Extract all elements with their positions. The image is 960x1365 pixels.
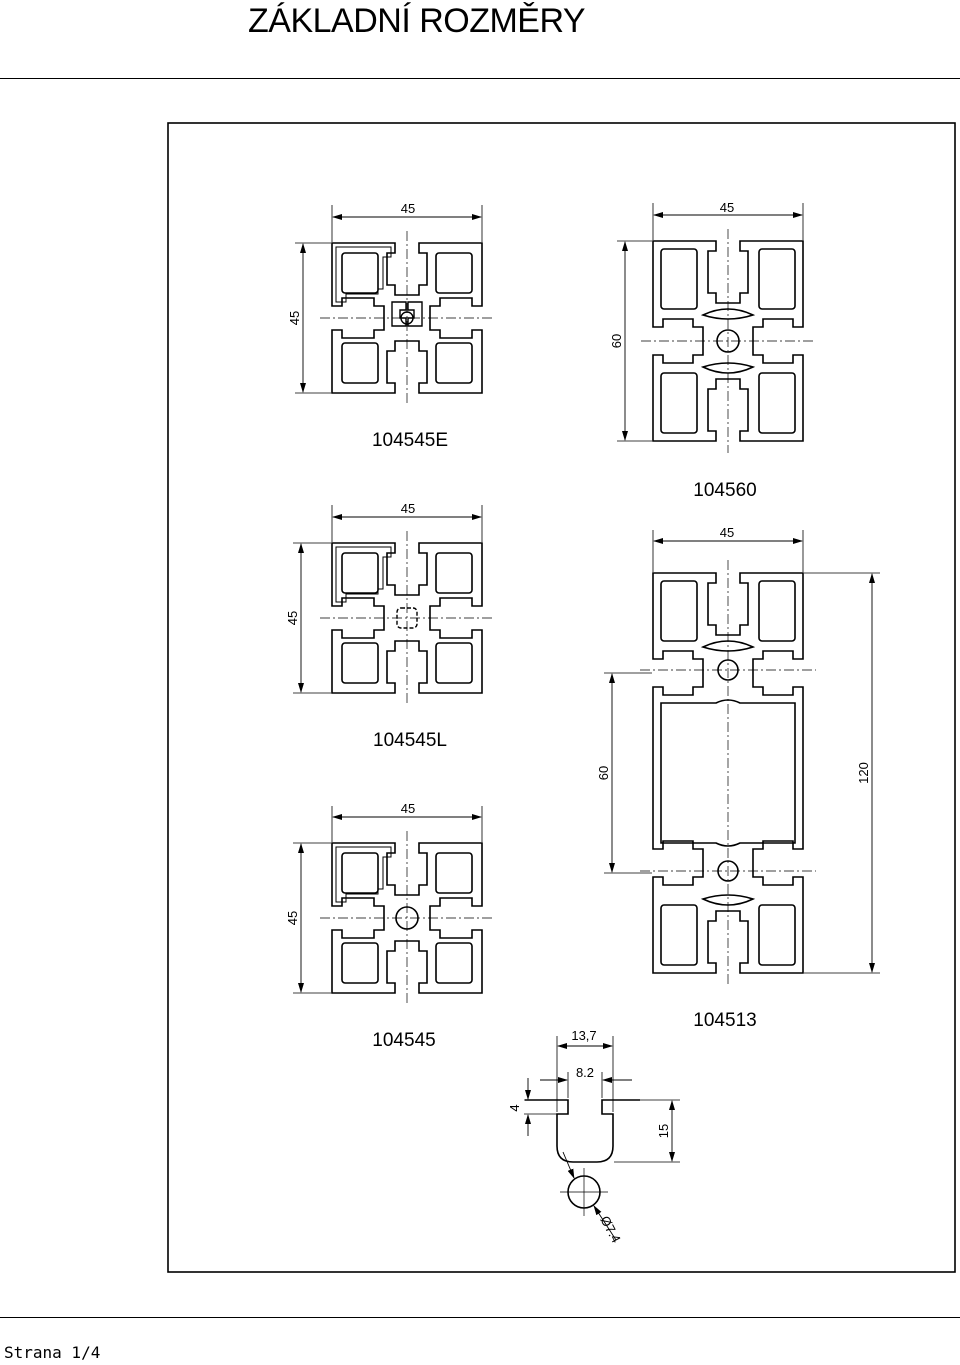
profile-label: 104545	[372, 1030, 435, 1051]
slot-detail: 13,7 8.2 4 15 Ø7.4	[507, 1028, 680, 1245]
height-dimension: 45	[285, 611, 300, 625]
hole-diameter-dimension: Ø7.4	[597, 1213, 623, 1245]
width-dimension: 45	[401, 501, 415, 516]
drawing-frame	[167, 122, 956, 1273]
profile-label: 104513	[693, 1010, 756, 1031]
height-dimension: 45	[287, 311, 302, 325]
page-title: ZÁKLADNÍ ROZMĚRY	[248, 2, 586, 40]
inner-dimension: 60	[596, 766, 611, 780]
slot-opening-dimension: 13,7	[571, 1028, 596, 1043]
profile-label: 104545L	[373, 730, 447, 751]
header-divider	[0, 78, 960, 79]
profile-104560: 45 60 104560	[609, 200, 816, 501]
profile-104545L: 45 45 104545L	[285, 501, 495, 751]
cross-slot-shape	[391, 301, 423, 327]
lip-dimension: 4	[507, 1104, 522, 1111]
width-dimension: 45	[720, 200, 734, 215]
profile-104545E: 45 45 104545E	[287, 201, 495, 451]
height-dimension: 45	[285, 911, 300, 925]
center-bore	[396, 607, 418, 629]
profile-label: 104545E	[372, 430, 448, 451]
depth-dimension: 15	[656, 1124, 671, 1138]
profile-outline	[640, 560, 816, 986]
page-number: Strana 1/4	[4, 1343, 101, 1362]
slot-width-dimension: 8.2	[576, 1065, 594, 1080]
width-dimension: 45	[720, 525, 734, 540]
height-dimension: 120	[856, 762, 871, 784]
width-dimension: 45	[401, 801, 415, 816]
center-bore	[395, 906, 419, 930]
footer-divider	[0, 1317, 960, 1318]
profile-104513: 45 120 60 104513	[596, 525, 880, 1031]
profile-label: 104560	[693, 480, 756, 501]
profile-104545: 45 45 104545	[285, 801, 495, 1051]
width-dimension: 45	[401, 201, 415, 216]
height-dimension: 60	[609, 334, 624, 348]
